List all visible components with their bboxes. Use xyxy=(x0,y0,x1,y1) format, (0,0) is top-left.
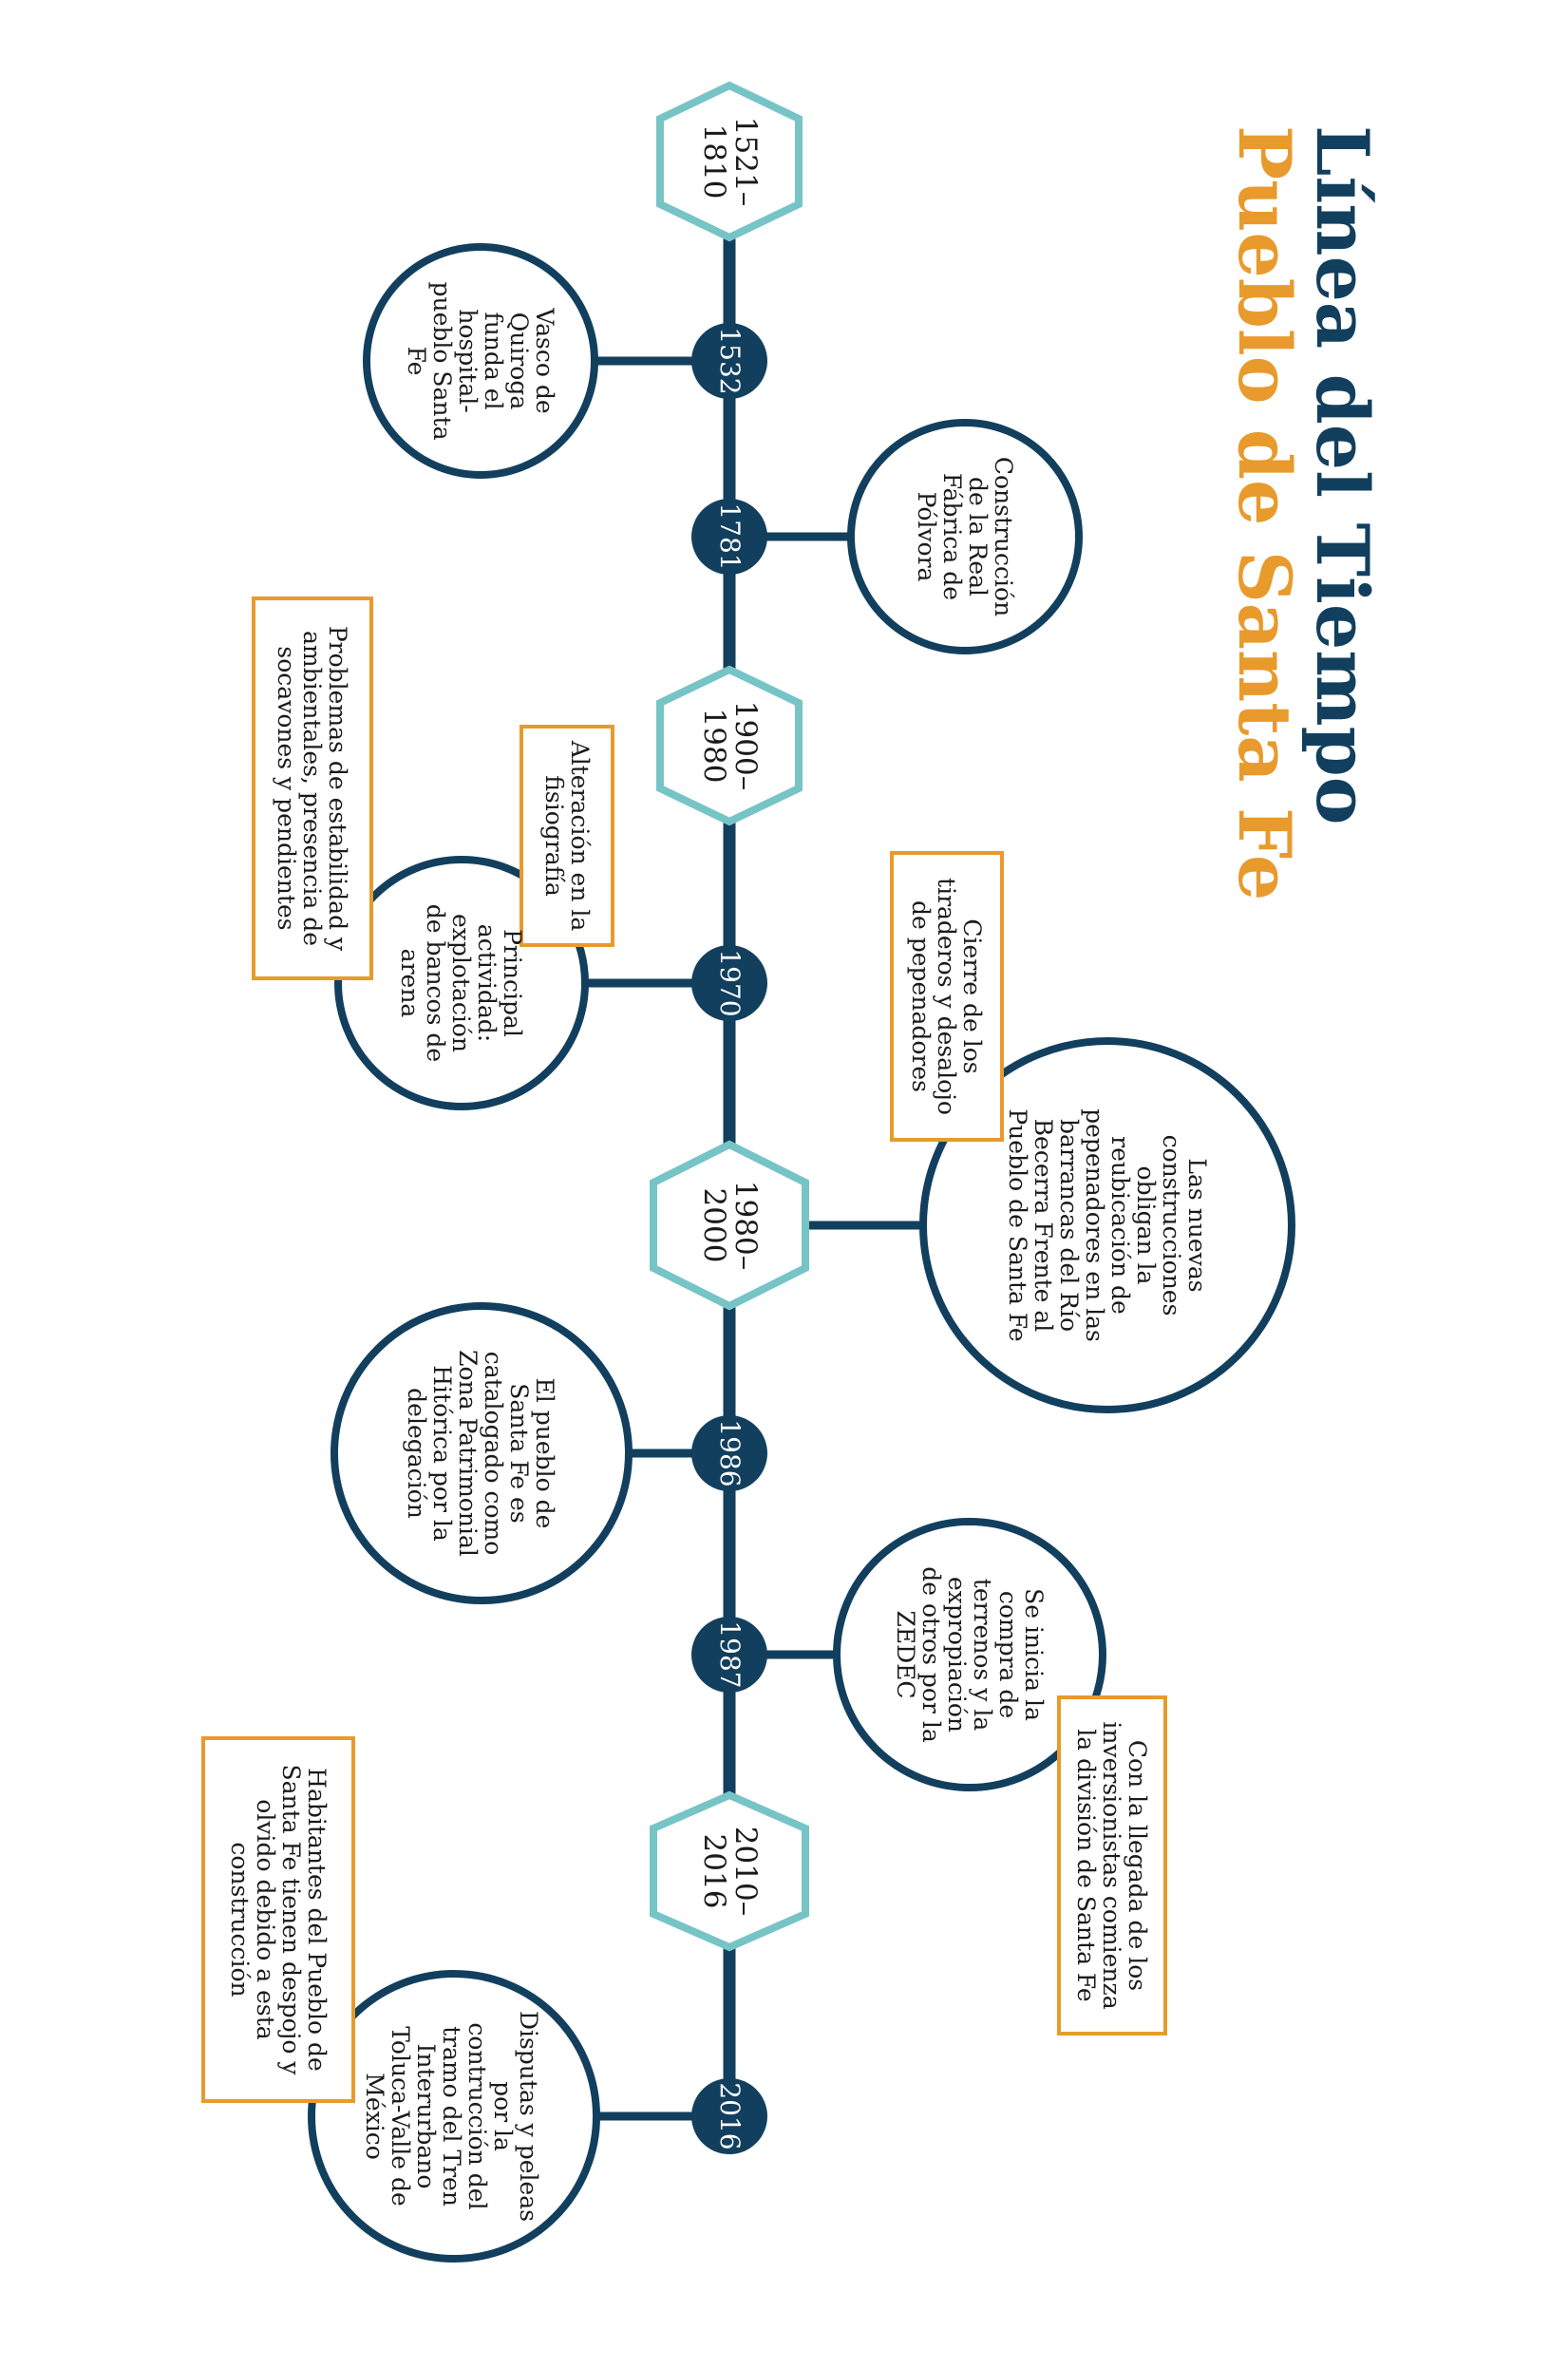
note-box-fisiografia xyxy=(520,725,614,947)
period-hexagon-1521-1810 xyxy=(656,81,803,242)
event-circle-1781 xyxy=(847,419,1083,654)
year-label-1987: 1987 xyxy=(714,1620,746,1689)
period-label-2010-2016: 2010–2016 xyxy=(697,1826,764,1917)
note-box-despojo xyxy=(201,1736,355,2103)
period-hexagon-2010-2016 xyxy=(650,1790,809,1952)
event-circle-1980-2000 xyxy=(919,1037,1295,1413)
page-subtitle: Pueblo de Santa Fe xyxy=(1222,125,1307,901)
event-text-1970: Principal actividad: explotación de banc… xyxy=(396,903,527,1063)
event-text-1532: Vasco de Quiroga funda el hospital-puebl… xyxy=(403,281,558,441)
note-box-inversionistas xyxy=(1057,1695,1167,2036)
event-text-1987: Se inicia la compra de terrenos y la exp… xyxy=(892,1566,1048,1743)
event-text-1986: El pueblo de Santa Fe es catalogado como… xyxy=(403,1350,558,1557)
period-hexagon-1980-2000 xyxy=(650,1140,809,1311)
event-text-1781: Construcción de la Real Fábrica de Pólvo… xyxy=(913,456,1017,617)
event-text-1980-2000: Las nuevas construcciones obligan la reu… xyxy=(1004,1108,1211,1342)
year-node-1987 xyxy=(691,1617,767,1693)
note-text-inversionistas: Con la llegada de los inversionistas com… xyxy=(1072,1721,1152,2010)
event-circle-1986 xyxy=(331,1302,633,1604)
note-text-despojo: Habitantes del Pueblo de Santa Fe tienen… xyxy=(226,1764,331,2075)
event-circle-1987 xyxy=(833,1518,1106,1791)
year-label-1532: 1532 xyxy=(714,327,746,395)
year-label-1781: 1781 xyxy=(714,502,746,571)
note-box-estabilidad xyxy=(252,596,373,980)
year-node-2016 xyxy=(691,2078,767,2154)
year-node-1986 xyxy=(691,1415,767,1491)
period-label-1521-1810: 1521–1810 xyxy=(697,116,764,207)
note-box-tiraderos xyxy=(890,851,1004,1142)
year-node-1532 xyxy=(691,323,767,399)
year-label-2016: 2016 xyxy=(714,2082,746,2150)
page-title: Línea del Tiempo xyxy=(1300,125,1385,825)
event-circle-1532 xyxy=(363,243,598,479)
note-text-tiraderos: Cierre de los tiraderos y desalojo de pe… xyxy=(907,878,987,1115)
note-text-fisiografia: Alteración en la fisiografía xyxy=(540,740,594,932)
event-circle-2016 xyxy=(308,1970,600,2263)
period-hexagon-1900-1980 xyxy=(656,665,803,826)
period-label-1900-1980: 1900–1980 xyxy=(697,700,764,791)
period-label-1980-2000: 1980–2000 xyxy=(697,1180,764,1271)
year-label-1970: 1970 xyxy=(714,949,746,1017)
year-node-1781 xyxy=(691,499,767,575)
note-text-estabilidad: Problemas de estabilidad y ambientales, … xyxy=(273,625,352,952)
event-text-2016: Disputas y peleas por la contrucción del… xyxy=(361,2010,543,2223)
year-node-1970 xyxy=(691,945,767,1021)
year-label-1986: 1986 xyxy=(714,1419,746,1487)
